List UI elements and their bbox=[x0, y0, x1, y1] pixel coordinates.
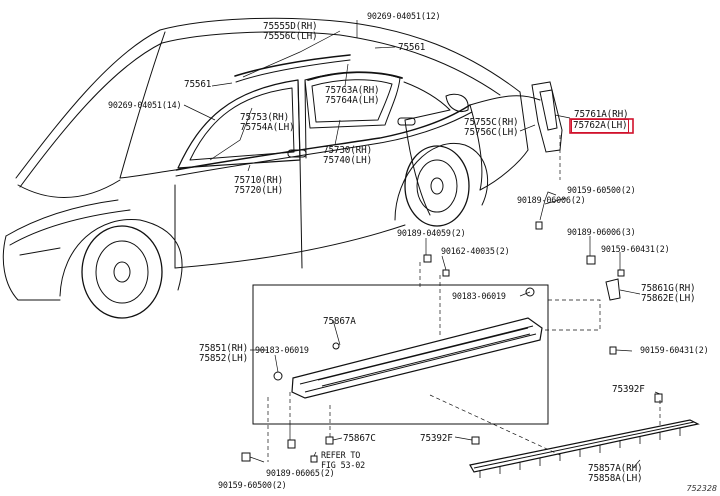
label-e-clip: 90189-06006(3) bbox=[567, 227, 636, 237]
label-bracket: 75861G(RH) 75862E(LH) bbox=[641, 283, 696, 305]
label-roof-clip: 90269-04051(12) bbox=[367, 11, 441, 21]
label-m-clip: 75392F bbox=[612, 384, 645, 395]
leader-lines bbox=[183, 20, 661, 469]
label-o-clip: 90189-06065(2) bbox=[266, 468, 335, 478]
rocker-outer-part bbox=[469, 419, 700, 478]
label-drip-front: 75753(RH) 75754A(LH) bbox=[240, 112, 295, 134]
rocker-detail-box bbox=[252, 284, 549, 425]
label-front-door: 75710(RH) 75720(LH) bbox=[234, 175, 284, 197]
label-clip-75561-top: 75561 bbox=[398, 42, 426, 53]
mudguard-part bbox=[531, 81, 563, 153]
label-p-clip: 90159-60500(2) bbox=[218, 480, 287, 490]
label-j-clip: 90183-06019 bbox=[452, 291, 506, 301]
rocker-inner-part bbox=[273, 287, 543, 399]
label-rocker: 75851(RH) 75852(LH) bbox=[199, 343, 249, 365]
label-h-clip: 90189-04059(2) bbox=[397, 228, 466, 238]
label-c-clip2: 90189-06006(2) bbox=[517, 195, 586, 205]
label-rocker-outer: 75857A(RH) 75858A(LH) bbox=[588, 463, 643, 485]
label-c-clip: 90159-60500(2) bbox=[567, 185, 636, 195]
label-l-clip: 75867C bbox=[343, 433, 376, 444]
label-i-clip: 90162-40035(2) bbox=[441, 246, 510, 256]
label-rear-door: 75730(RH) 75740(LH) bbox=[323, 145, 373, 167]
car-body bbox=[2, 17, 541, 319]
label-windshield-clip: 90269-04051(14) bbox=[108, 100, 182, 110]
clip-parts bbox=[241, 221, 663, 463]
label-mudguard-lh[interactable]: 75762A(LH) bbox=[570, 118, 630, 134]
label-n-clip: 75392F bbox=[420, 433, 453, 444]
image-id: 752328 bbox=[686, 484, 717, 493]
label-refer: REFER TO FIG 53-02 bbox=[321, 450, 366, 470]
label-rocker-inner: 75867A bbox=[323, 316, 356, 327]
label-mudguard-rh: 75761A(RH) bbox=[574, 109, 629, 120]
label-quarter: 75755C(RH) 75756C(LH) bbox=[464, 117, 519, 139]
label-g-clip: 90159-60431(2) bbox=[640, 345, 709, 355]
highlight-box bbox=[569, 118, 634, 134]
label-drip-rear: 75763A(RH) 75764A(LH) bbox=[325, 85, 380, 107]
label-roof-molding: 75555D(RH) 75556C(LH) bbox=[263, 21, 318, 43]
label-clip-75561-left: 75561 bbox=[184, 79, 212, 90]
label-f-clip: 90159-60431(2) bbox=[601, 244, 670, 254]
label-k-clip: 90183-06019 bbox=[255, 345, 309, 355]
